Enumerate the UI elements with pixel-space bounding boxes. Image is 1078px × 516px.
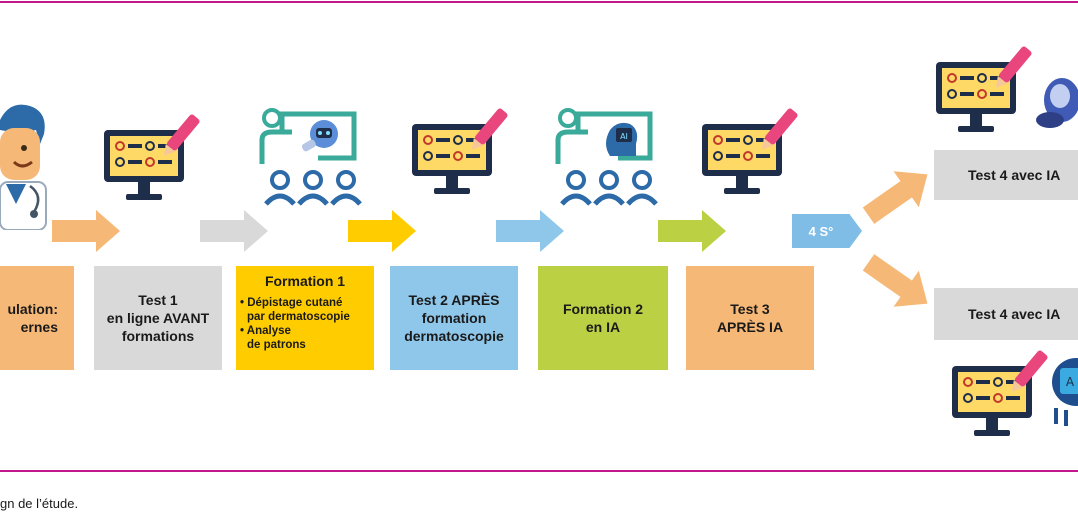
arrow-test2-to-formation2 [496, 210, 564, 252]
robot-icon [301, 120, 338, 152]
test2-line3: dermatoscopie [404, 328, 504, 344]
test2-line2: formation [421, 310, 487, 326]
test3-line2: APRÈS IA [716, 319, 784, 335]
figure-caption: gn de l’étude. [0, 496, 79, 511]
test4b-box: Test 4 avec IA [934, 288, 1078, 340]
formation1-item1b: par dermatoscopie [247, 311, 350, 323]
formation1-item2b: de patrons [247, 339, 306, 351]
test-monitor-icon [936, 46, 1032, 132]
interval-badge: 4 S° [792, 214, 862, 248]
formation1-item1a: • Dépistage cutané [240, 297, 343, 309]
formation1-item2a: • Analyse [240, 325, 291, 337]
ai-training-icon: AI [555, 108, 658, 206]
formation2-line2: en IA [585, 319, 621, 335]
formation1-box: Formation 1 • Dépistage cutané par derma… [236, 266, 374, 370]
interval-label: 4 S° [808, 223, 834, 239]
test1-box: Test 1 en ligne AVANT formations [94, 266, 222, 370]
test1-line1: Test 1 [138, 292, 178, 308]
arrow-test1-to-formation1 [200, 210, 268, 252]
test4a-box: Test 4 avec IA [934, 150, 1078, 200]
ai-chip-icon: A [1052, 358, 1078, 426]
test-monitor-icon [412, 108, 508, 194]
doctor-icon [0, 104, 47, 230]
robot-icon [1036, 78, 1078, 128]
arrow-formation2-to-test3 [658, 210, 726, 252]
test1-line3: formations [121, 328, 195, 344]
test-monitor-icon [702, 108, 798, 194]
test1-line2: en ligne AVANT [106, 310, 210, 326]
test3-line1: Test 3 [730, 301, 770, 317]
test2-line1: Test 2 APRÈS [408, 292, 500, 308]
arrow-to-test4b [862, 254, 928, 307]
test2-box: Test 2 APRÈS formation dermatoscopie [390, 266, 518, 370]
test4b-label: Test 4 avec IA [968, 306, 1061, 322]
arrow-population-to-test1 [52, 210, 120, 252]
arrow-formation1-to-test2 [348, 210, 416, 252]
test3-box: Test 3 APRÈS IA [686, 266, 814, 370]
formation2-line1: Formation 2 [562, 301, 644, 317]
arrow-to-test4a [862, 171, 928, 224]
test-monitor-icon [104, 114, 200, 200]
svg-text:AI: AI [620, 132, 628, 141]
formation2-box: Formation 2 en IA [538, 266, 668, 370]
bottom-rule [0, 470, 1078, 472]
svg-text:A: A [1066, 375, 1075, 389]
ai-chip-icon: AI [606, 122, 638, 156]
training-group-icon [259, 108, 362, 206]
population-line2: ernes [20, 319, 58, 335]
formation1-title: Formation 1 [264, 273, 346, 289]
population-line1: ulation: [7, 301, 58, 317]
top-rule [0, 1, 1078, 3]
population-box: ulation: ernes [0, 266, 74, 370]
test4a-label: Test 4 avec IA [968, 167, 1061, 183]
test-monitor-icon [952, 350, 1048, 436]
